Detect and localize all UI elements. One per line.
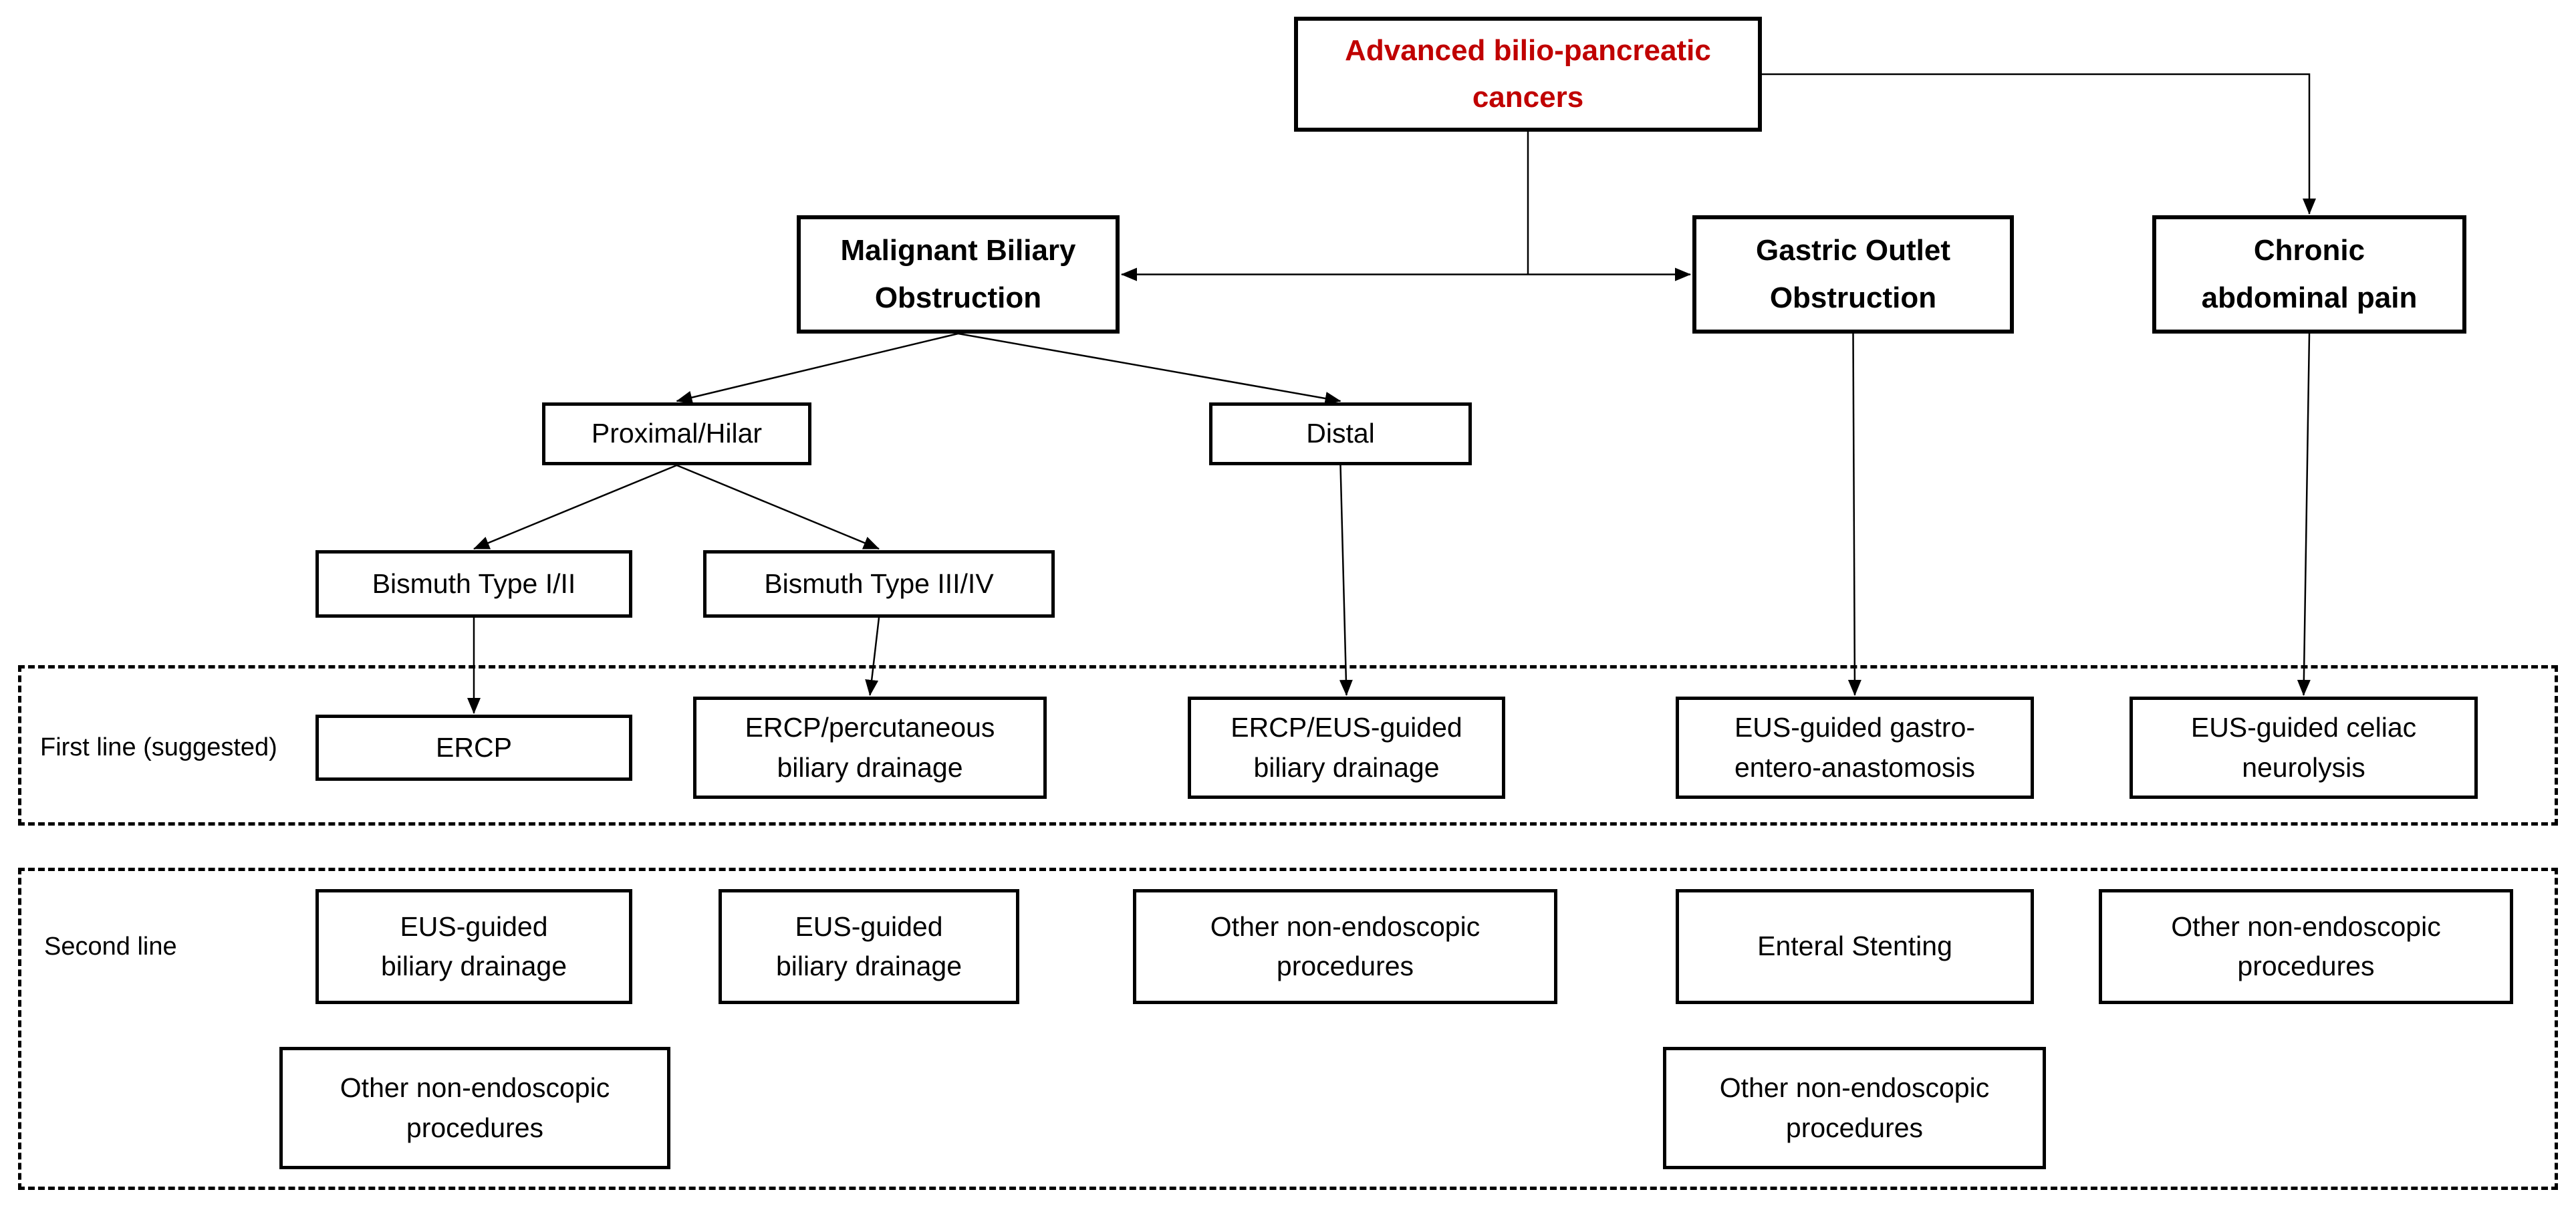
- gastric-outlet-obstruction-node: Gastric Outlet Obstruction: [1692, 215, 2014, 334]
- bismuth-type-3-4-node: Bismuth Type III/IV: [703, 550, 1055, 618]
- second-line-region-label: Second line: [44, 932, 177, 961]
- eus-guided-gastro-entero-anastomosis-node: EUS-guided gastro- entero-anastomosis: [1676, 697, 2034, 799]
- eus-guided-celiac-neurolysis-node: EUS-guided celiac neurolysis: [2130, 697, 2478, 799]
- advanced-bilio-pancreatic-cancers-node: Advanced bilio-pancreatic cancers: [1294, 17, 1762, 132]
- second-line-region: [18, 868, 2558, 1190]
- chronic-abdominal-pain-node: Chronic abdominal pain: [2152, 215, 2466, 334]
- first-line-region-label: First line (suggested): [40, 733, 277, 761]
- proximal-hilar-node: Proximal/Hilar: [542, 402, 811, 465]
- eus-guided-biliary-drainage-node-2: EUS-guided biliary drainage: [719, 889, 1019, 1004]
- other-non-endoscopic-procedures-node-2: Other non-endoscopic procedures: [2099, 889, 2513, 1004]
- distal-node: Distal: [1209, 402, 1472, 465]
- bismuth-type-1-2-node: Bismuth Type I/II: [315, 550, 632, 618]
- ercp-node: ERCP: [315, 715, 632, 781]
- enteral-stenting-node: Enteral Stenting: [1676, 889, 2034, 1004]
- malignant-biliary-obstruction-node: Malignant Biliary Obstruction: [797, 215, 1120, 334]
- ercp-eus-guided-biliary-drainage-node: ERCP/EUS-guided biliary drainage: [1188, 697, 1505, 799]
- other-non-endoscopic-procedures-node-1: Other non-endoscopic procedures: [1133, 889, 1557, 1004]
- other-non-endoscopic-procedures-node-3: Other non-endoscopic procedures: [279, 1047, 670, 1169]
- first-line-region: [18, 665, 2558, 826]
- eus-guided-biliary-drainage-node-1: EUS-guided biliary drainage: [315, 889, 632, 1004]
- ercp-percutaneous-biliary-drainage-node: ERCP/percutaneous biliary drainage: [693, 697, 1047, 799]
- other-non-endoscopic-procedures-node-4: Other non-endoscopic procedures: [1663, 1047, 2046, 1169]
